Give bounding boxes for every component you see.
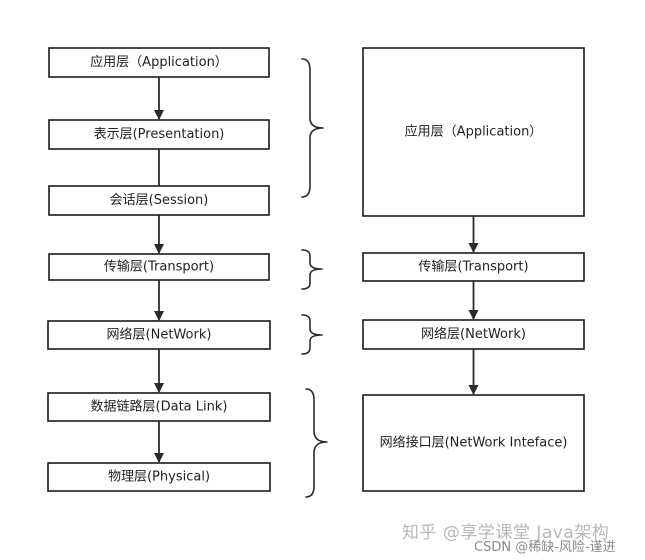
- osi-layer-application: 应用层（Application）: [48, 47, 270, 78]
- tcpip-layer-transport: 传输层(Transport): [362, 252, 585, 282]
- osi-layer-network-label: 网络层(NetWork): [107, 327, 212, 343]
- brace-lower-two-layers: [305, 388, 328, 498]
- osi-layer-transport-label: 传输层(Transport): [104, 259, 214, 275]
- osi-layer-data-link-label: 数据链路层(Data Link): [91, 399, 228, 415]
- osi-layer-physical-label: 物理层(Physical): [108, 470, 210, 485]
- watermark-zhihu: 知乎 @享学课堂 Java架构: [402, 523, 610, 543]
- osi-layer-network: 网络层(NetWork): [47, 320, 271, 350]
- osi-layer-presentation-label: 表示层(Presentation): [94, 127, 225, 142]
- tcpip-layer-network: 网络层(NetWork): [362, 319, 585, 350]
- tcpip-layer-network-label: 网络层(NetWork): [421, 326, 526, 342]
- osi-layer-presentation: 表示层(Presentation): [48, 119, 270, 150]
- osi-layer-application-label: 应用层（Application）: [90, 54, 228, 70]
- brace-transport: [301, 249, 323, 290]
- tcpip-layer-application-label: 应用层（Application）: [405, 124, 543, 140]
- osi-layer-transport: 传输层(Transport): [48, 253, 270, 281]
- tcpip-layer-application: 应用层（Application）: [362, 47, 585, 217]
- tcpip-model-column: 应用层（Application） 传输层(Transport) 网络层(NetW…: [362, 47, 585, 492]
- osi-layer-session: 会话层(Session): [48, 185, 270, 216]
- osi-layer-data-link: 数据链路层(Data Link): [47, 392, 271, 422]
- osi-layer-session-label: 会话层(Session): [110, 193, 209, 208]
- osi-layer-physical: 物理层(Physical): [47, 462, 271, 492]
- tcpip-layer-transport-label: 传输层(Transport): [418, 259, 528, 275]
- brace-network: [301, 314, 323, 355]
- tcpip-layer-network-interface: 网络接口层(NetWork Inteface): [362, 394, 585, 492]
- tcpip-layer-network-interface-label: 网络接口层(NetWork Inteface): [380, 435, 568, 451]
- watermark-csdn: CSDN @稀缺-风险-谨进: [474, 540, 616, 555]
- osi-model-column: 应用层（Application） 表示层(Presentation) 会话层(S…: [47, 47, 271, 492]
- brace-upper-three-layers: [301, 58, 324, 198]
